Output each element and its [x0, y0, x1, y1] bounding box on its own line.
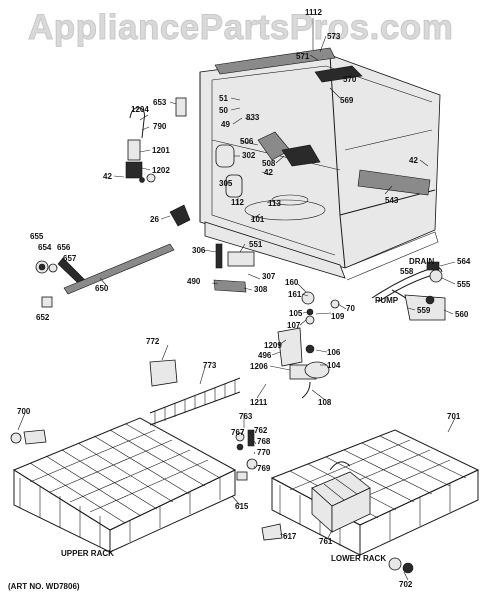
drain-pump-group [371, 261, 446, 321]
callout-label: 573 [327, 32, 341, 41]
callout-label: 657 [63, 254, 77, 263]
callout-label: 559 [417, 306, 431, 315]
callout-label: 1202 [152, 166, 170, 175]
callout-label: 105 [289, 309, 303, 318]
callout-label: 768 [257, 437, 271, 446]
callout-label: 617 [283, 532, 297, 541]
callout-label: 51 [219, 94, 228, 103]
callout-label: 571 [296, 52, 310, 61]
part-26 [169, 204, 191, 227]
art-number-caption: (ART NO. WD7806) [8, 582, 80, 591]
callout-label: 42 [409, 156, 418, 165]
lower-rack-caption: LOWER RACK [331, 554, 387, 563]
callout-label: 615 [235, 502, 249, 511]
upper-rack-wire [12, 417, 237, 553]
part-702 [388, 557, 414, 574]
callout-label: 790 [153, 122, 167, 131]
door-seal-group [35, 243, 175, 308]
callout-label: 560 [455, 310, 469, 319]
callout-label: 508 [262, 159, 276, 168]
callout-label: 302 [242, 151, 256, 160]
callout-label: 1209 [264, 341, 282, 350]
callout-label: 558 [400, 267, 414, 276]
callout-label: 506 [240, 137, 254, 146]
callout-label: 306 [192, 246, 206, 255]
callout-label: 26 [150, 215, 159, 224]
callout-label: 107 [287, 321, 301, 330]
fill-hose-assembly [125, 107, 156, 183]
callout-label: 772 [146, 337, 160, 346]
rack-roller-700 [10, 429, 47, 445]
callout-label: 307 [262, 272, 276, 281]
callout-label: 654 [38, 243, 52, 252]
callout-label: 1201 [152, 146, 170, 155]
callout-label: 1204 [131, 105, 149, 114]
upper-rack-caption: UPPER RACK [61, 549, 114, 558]
callout-label: 551 [249, 240, 263, 249]
callout-label: 650 [95, 284, 109, 293]
callout-label: 108 [318, 398, 332, 407]
callout-label: 767 [231, 428, 245, 437]
callout-label: 770 [257, 448, 271, 457]
callout-label: 104 [327, 361, 341, 370]
pump-caption: PUMP [375, 296, 399, 305]
callout-label: 113 [268, 199, 281, 208]
callout-label: 569 [340, 96, 354, 105]
callout-label: 101 [251, 215, 265, 224]
callout-label: 655 [30, 232, 44, 241]
callout-label: 543 [385, 196, 399, 205]
callout-label: 109 [331, 312, 345, 321]
callout-label: 769 [257, 464, 271, 473]
lower-rack-wire [270, 429, 480, 556]
callout-label: 42 [103, 172, 112, 181]
callout-label: 773 [203, 361, 217, 370]
callout-label: 70 [346, 304, 355, 313]
callout-label: 1206 [250, 362, 268, 371]
callout-label: 702 [399, 580, 413, 589]
rack-clips [235, 429, 258, 481]
callout-label: 653 [153, 98, 167, 107]
callout-label: 160 [285, 278, 299, 287]
tub-assembly [199, 47, 441, 281]
callout-label: 161 [288, 290, 302, 299]
pump-motor-group [213, 243, 340, 399]
callout-label: 50 [219, 106, 228, 115]
callout-label: 656 [57, 243, 71, 252]
callout-label: 112 [231, 198, 244, 207]
part-617 [261, 523, 283, 541]
callout-label: 42 [264, 168, 273, 177]
callout-label: 700 [17, 407, 31, 416]
callout-label: 833 [246, 113, 260, 122]
callout-label: 701 [447, 412, 461, 421]
leader-lines [17, 18, 456, 581]
callout-label: 49 [221, 120, 230, 129]
callout-label: 308 [254, 285, 268, 294]
bracket-653 [175, 97, 187, 117]
tine-row-773 [149, 377, 241, 426]
callout-label: 570 [343, 75, 357, 84]
part-772 [149, 359, 178, 387]
callout-label: 490 [187, 277, 201, 286]
callout-label: 564 [457, 257, 471, 266]
callout-label: 555 [457, 280, 471, 289]
callout-label: 106 [327, 348, 341, 357]
watermark-logo: AppliancePartsPros.com [28, 8, 454, 48]
callout-label: 761 [319, 537, 333, 546]
callout-label: 652 [36, 313, 50, 322]
callout-label: 762 [254, 426, 268, 435]
callout-label: 496 [258, 351, 272, 360]
callout-label: 305 [219, 179, 233, 188]
callout-label: 1112 [305, 8, 322, 17]
callout-label: 1211 [250, 398, 268, 407]
drain-caption: DRAIN [409, 257, 435, 266]
callout-label: 763 [239, 412, 253, 421]
